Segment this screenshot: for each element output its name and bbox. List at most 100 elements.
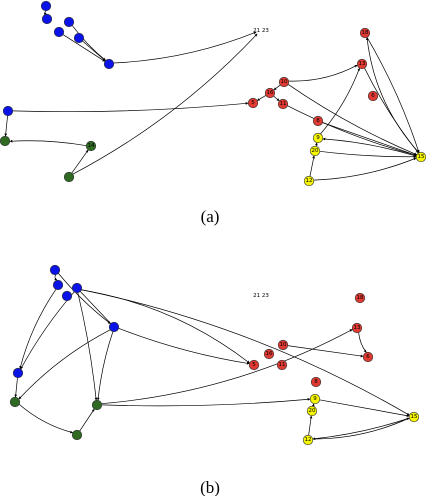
node-b-b4 <box>61 290 73 302</box>
node-a-r8-circle <box>312 115 324 127</box>
node-b-y20-label: 20 <box>309 408 316 414</box>
edge-a-r16-a-r11 <box>273 95 280 102</box>
edge-b-b3-b-b6 <box>20 291 75 370</box>
node-a-g2-circle <box>85 140 97 152</box>
node-a-r8: 8 <box>312 115 324 127</box>
node-b-y9: 9 <box>309 393 321 405</box>
node-b-b3-circle <box>71 282 83 294</box>
edge-a-y12-a-y15 <box>313 157 417 181</box>
node-a-y12-label: 12 <box>306 178 313 184</box>
edge-b-g3-b-g2 <box>79 408 95 432</box>
node-a-r10: 10 <box>278 76 290 88</box>
node-b-y20: 20 <box>306 405 318 417</box>
node-a-b2 <box>41 13 53 25</box>
node-b-y9-circle <box>309 393 321 405</box>
edge-a-y20-a-y9 <box>314 142 318 147</box>
node-a-y9: 9 <box>312 132 324 144</box>
node-b-r5: 5 <box>248 359 260 371</box>
node-a-b2-circle <box>41 13 53 25</box>
edge-a-r11-a-y15 <box>287 105 417 156</box>
edge-b-b5-b-g1 <box>18 329 111 400</box>
node-a-g2: 14 <box>85 140 97 152</box>
edge-a-b7-a-g1 <box>4 115 8 137</box>
edge-a-g3-a-g2 <box>71 149 89 174</box>
node-a-b7-circle <box>2 105 14 117</box>
node-b-b1-circle <box>49 264 61 276</box>
edge-b-b3-b-b5 <box>79 291 111 324</box>
node-b-y9-label: 9 <box>313 396 317 402</box>
node-b-r6-label: 6 <box>366 354 370 360</box>
edge-b-b3-b-r5 <box>81 289 250 364</box>
node-a-iso: 21 23 <box>253 28 269 34</box>
node-a-r10-label: 10 <box>281 79 288 85</box>
node-b-r10-label: 10 <box>280 342 287 348</box>
node-a-r10-circle <box>278 76 290 88</box>
node-b-g1 <box>9 396 21 408</box>
node-a-r6: 6 <box>367 90 379 102</box>
edge-a-y9-a-r13 <box>320 67 360 135</box>
node-a-g3-circle <box>63 171 75 183</box>
node-a-g1 <box>0 135 11 147</box>
node-b-r6: 6 <box>362 351 374 363</box>
edge-a-r10-a-r16 <box>273 84 281 91</box>
node-b-g3-circle <box>71 429 83 441</box>
edge-a-r13-a-y15 <box>364 67 419 154</box>
node-a-r8-label: 8 <box>316 118 320 124</box>
node-b-b6-circle <box>12 367 24 379</box>
node-b-r10-circle <box>277 339 289 351</box>
node-b-r13: 13 <box>351 322 363 334</box>
node-b-iso-label: 21 23 <box>253 293 269 299</box>
node-b-r18: 18 <box>354 292 366 304</box>
caption-a: (a) <box>201 207 220 226</box>
node-a-y20: 20 <box>309 145 321 157</box>
node-a-b1-circle <box>40 0 52 12</box>
edge-b-g2-b-y9 <box>101 397 311 407</box>
edge-a-r18-a-y15 <box>366 36 420 153</box>
node-b-g1-circle <box>9 396 21 408</box>
node-b-r16-circle <box>263 348 275 360</box>
node-a-r5-circle <box>247 97 259 109</box>
node-b-r5-label: 5 <box>252 362 256 368</box>
node-b-g3 <box>71 429 83 441</box>
node-b-y15-label: 15 <box>411 414 418 420</box>
node-a-b5-circle <box>73 32 85 44</box>
edge-b-y12-b-y15 <box>312 417 410 440</box>
node-b-y12: 12 <box>302 434 314 446</box>
node-b-r10: 10 <box>277 339 289 351</box>
node-b-r11-circle <box>276 359 288 371</box>
node-a-b5 <box>73 32 85 44</box>
node-b-r8: 8 <box>310 376 322 388</box>
edge-b-y15-b-y12 <box>312 417 410 441</box>
edge-a-r10-a-y15 <box>287 83 418 156</box>
node-a-r6-label: 6 <box>371 93 375 99</box>
edge-a-b3-a-b6 <box>71 25 106 61</box>
node-b-b1 <box>49 264 61 276</box>
node-b-b2-circle <box>52 279 64 291</box>
node-a-r5: 5 <box>247 97 259 109</box>
node-a-r16-circle <box>264 87 276 99</box>
node-a-y15-label: 15 <box>418 154 425 160</box>
node-b-r6-circle <box>362 351 374 363</box>
node-a-b7 <box>2 105 14 117</box>
node-a-y9-label: 9 <box>316 135 320 141</box>
edge-b-b3-b-y15 <box>81 289 410 416</box>
node-b-r13-circle <box>351 322 363 334</box>
node-b-r13-label: 13 <box>354 325 361 331</box>
node-a-r5-label: 5 <box>251 100 255 106</box>
edge-b-r10-b-r6 <box>287 345 364 358</box>
node-a-y20-circle <box>309 145 321 157</box>
edge-a-r10-a-r13 <box>288 64 358 82</box>
node-b-b3 <box>71 282 83 294</box>
node-a-r13-circle <box>356 58 368 70</box>
node-b-r11-label: 11 <box>279 362 286 368</box>
node-a-b4-circle <box>53 26 65 38</box>
node-a-r16: 16 <box>264 87 276 99</box>
edge-a-b7-a-r5 <box>12 102 249 113</box>
node-b-r16-label: 16 <box>266 351 273 357</box>
node-a-r6-circle <box>367 90 379 102</box>
edge-a-r8-a-y15 <box>322 122 417 156</box>
node-b-r11: 11 <box>276 359 288 371</box>
edge-b-y9-b-y15 <box>319 399 410 418</box>
